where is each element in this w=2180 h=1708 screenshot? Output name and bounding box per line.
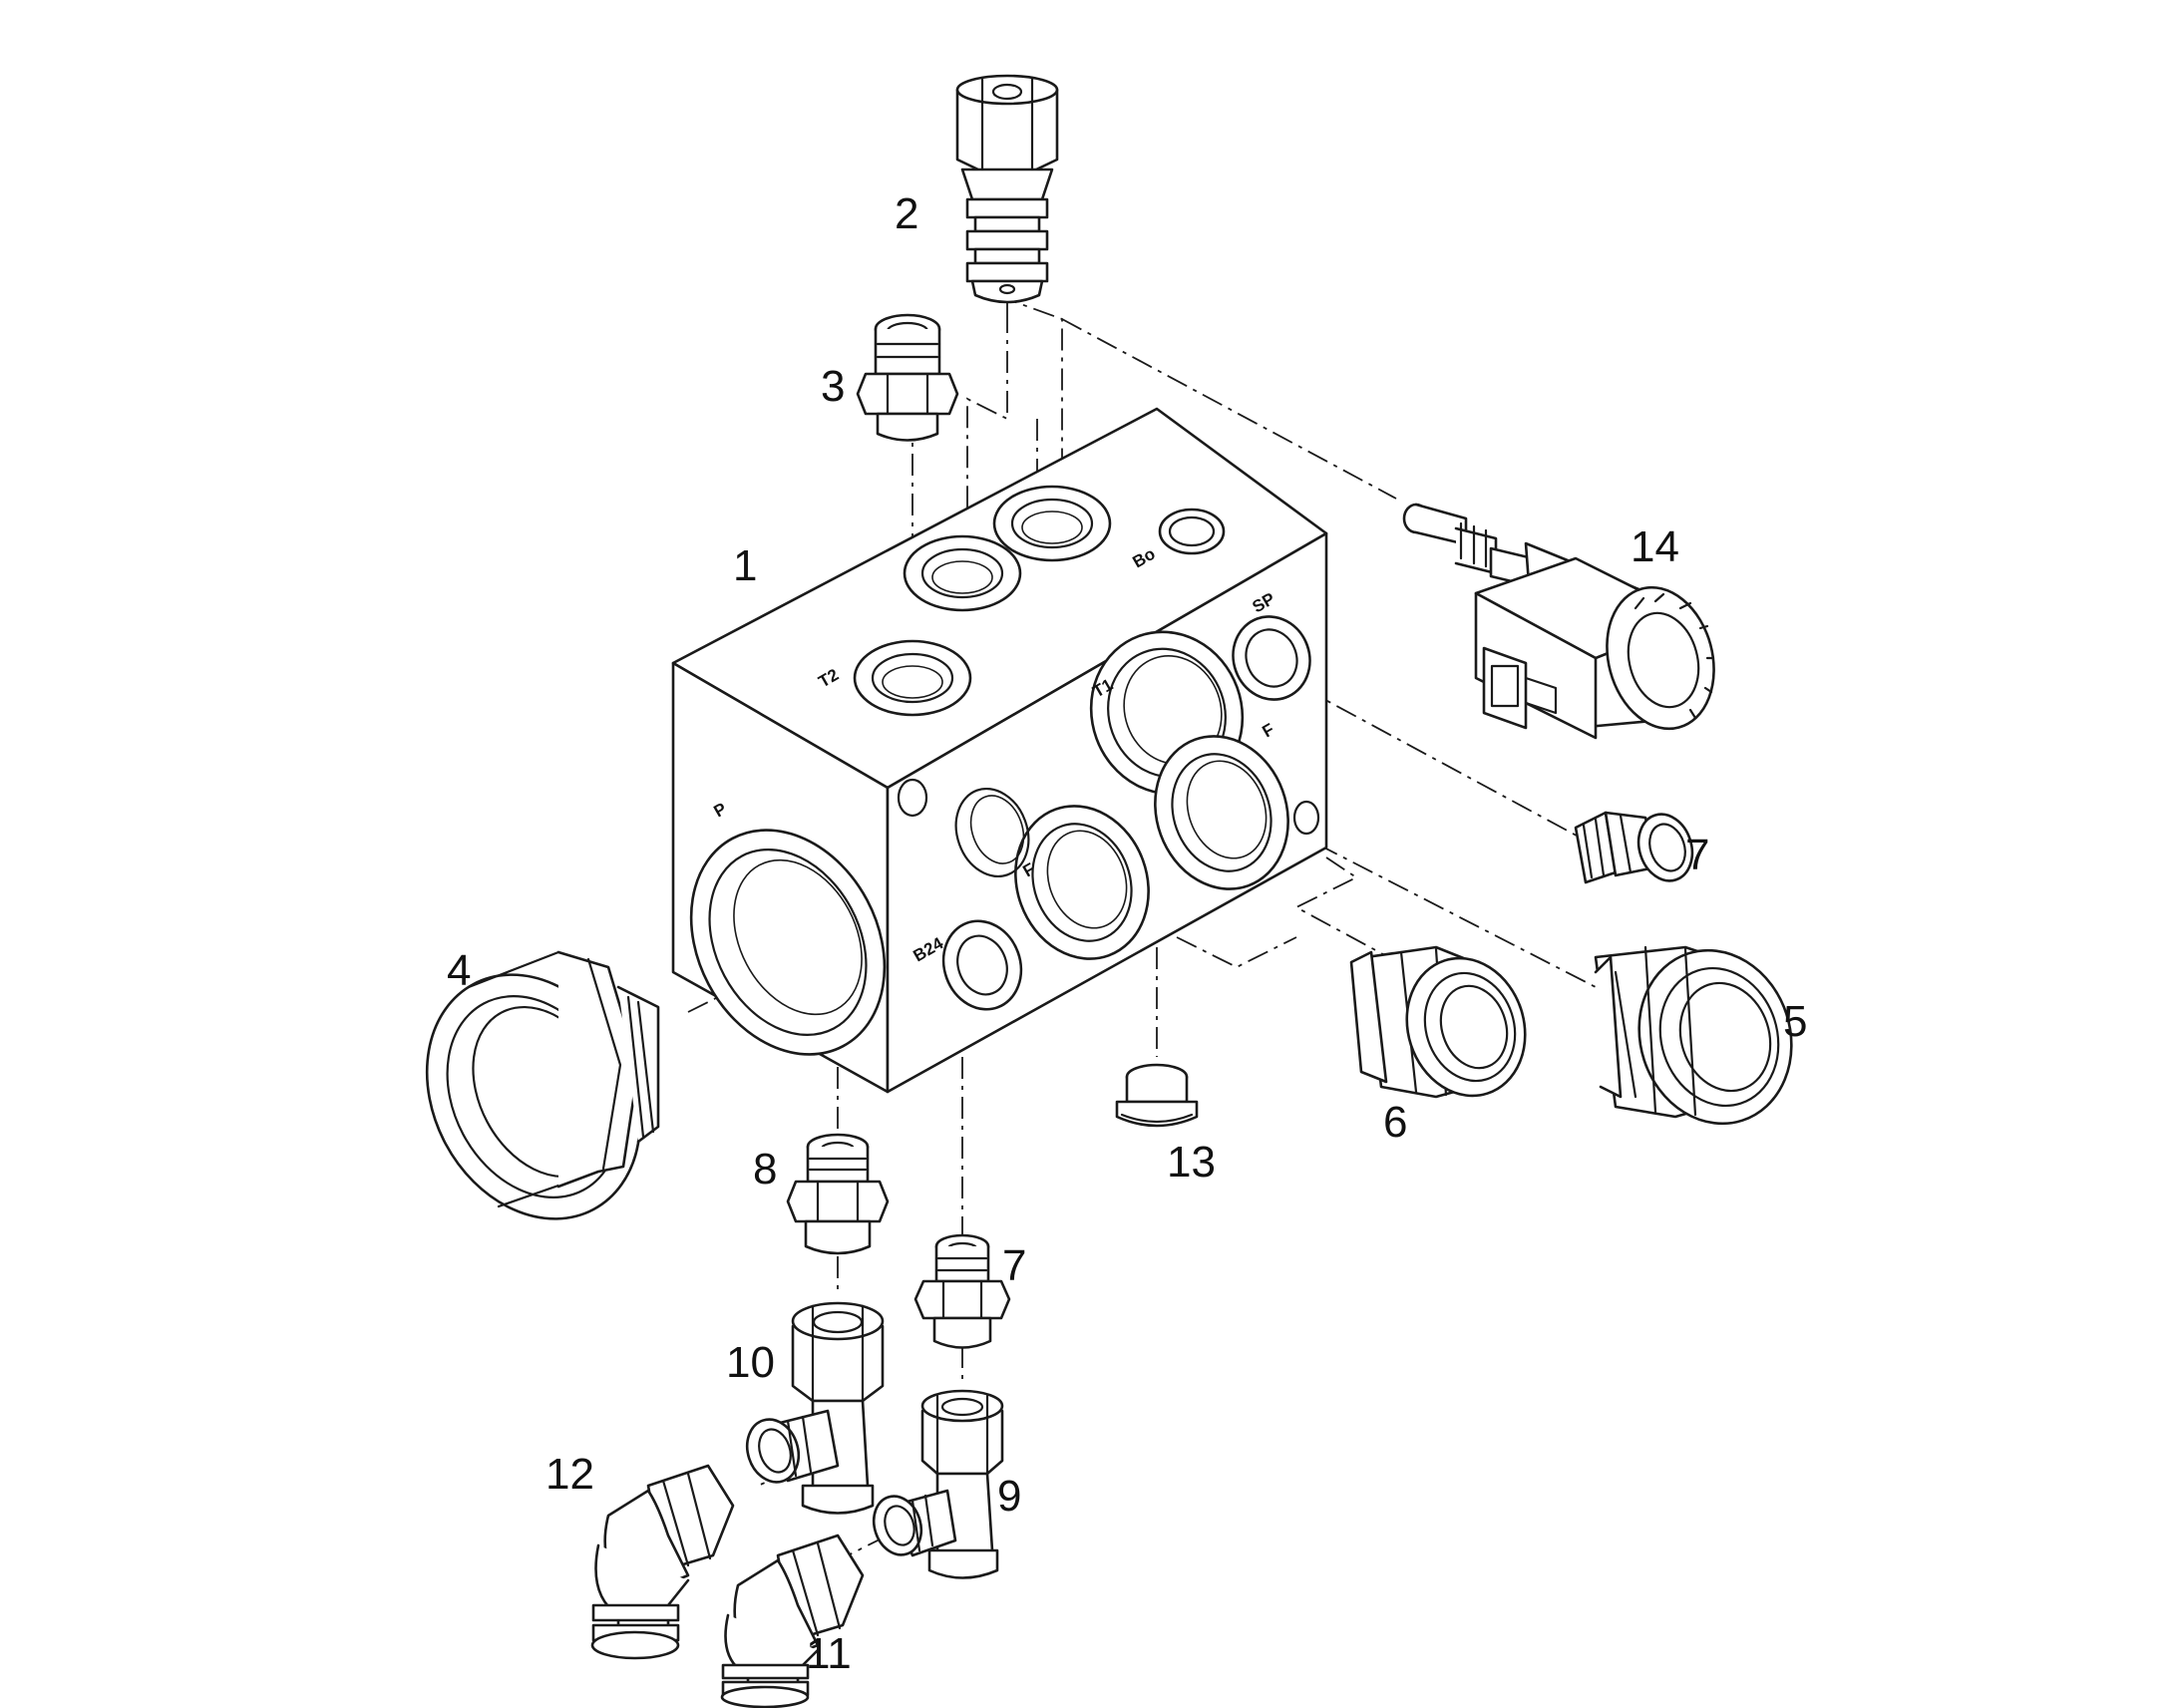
port-p: [689, 829, 887, 1056]
port-f-upper: [1154, 735, 1289, 890]
port-sp: [1232, 615, 1311, 701]
manifold-block: T2 T1 Bo SP P F F B24: [671, 407, 1328, 1094]
fitting-7-right: [1574, 811, 1694, 884]
port-f-lower: [1014, 805, 1150, 960]
port-b24: [941, 919, 1023, 1011]
callout-10: 10: [726, 1338, 775, 1387]
port-bo: [1158, 508, 1226, 555]
callout-7-right: 7: [1685, 831, 1709, 879]
callout-3: 3: [821, 362, 845, 411]
callout-7-lower: 7: [1002, 1241, 1026, 1290]
tee-fitting-10: [745, 1301, 885, 1515]
callout-9: 9: [997, 1472, 1021, 1521]
fitting-8: [786, 1133, 890, 1255]
plug-13: [1115, 1063, 1199, 1128]
callouts: 1 2 3 4 5 6 7 7 8 9 10 11 12 13 14: [447, 189, 1807, 1678]
tee-fitting-9: [872, 1389, 1004, 1579]
mounting-hole: [897, 778, 928, 818]
port-left-small: [954, 787, 1030, 878]
callout-4: 4: [447, 946, 471, 995]
fitting-6: [1349, 945, 1527, 1099]
port-t2: [853, 639, 972, 717]
fitting-5: [1594, 945, 1793, 1126]
elbow-fitting-12: [590, 1464, 735, 1660]
callout-14: 14: [1631, 522, 1679, 571]
callout-11: 11: [806, 1629, 852, 1678]
callout-5: 5: [1783, 997, 1807, 1046]
solenoid-valve: [1402, 503, 1715, 740]
fitting-7-lower: [913, 1233, 1011, 1349]
mounting-hole: [1292, 800, 1320, 836]
callout-13: 13: [1167, 1138, 1216, 1187]
port-top-middle: [903, 534, 1022, 612]
callout-8: 8: [753, 1145, 777, 1194]
elbow-fitting-11: [720, 1534, 865, 1708]
callout-12: 12: [545, 1450, 594, 1499]
callout-6: 6: [1383, 1098, 1407, 1147]
callout-2: 2: [895, 189, 918, 238]
fitting-3: [856, 313, 959, 442]
fitting-4: [425, 950, 660, 1220]
port-top-rear: [992, 485, 1112, 562]
callout-1: 1: [733, 541, 757, 590]
cartridge-valve: [955, 74, 1059, 304]
